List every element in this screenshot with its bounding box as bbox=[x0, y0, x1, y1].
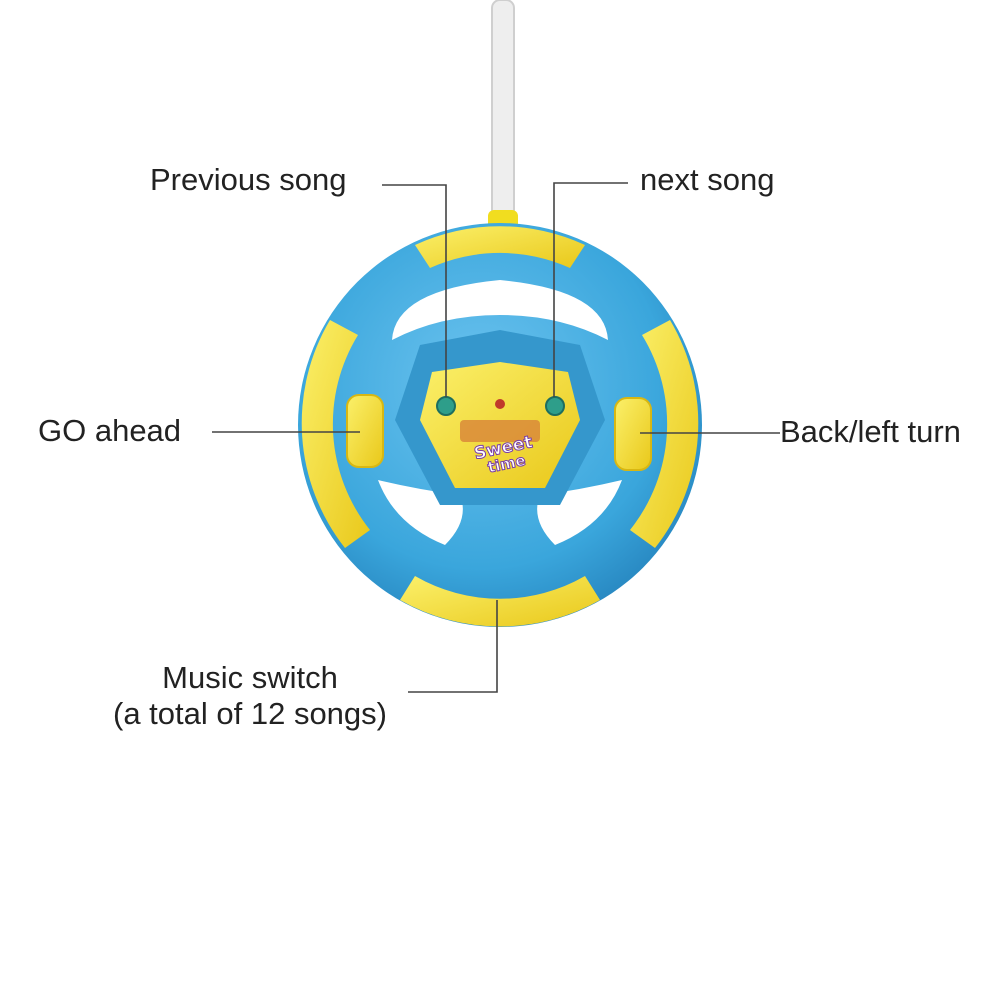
indicator-light bbox=[495, 399, 505, 409]
label-music-switch: Music switch (a total of 12 songs) bbox=[92, 660, 408, 731]
label-back-left-turn: Back/left turn bbox=[780, 414, 961, 449]
rim-grip-bottom bbox=[400, 576, 600, 627]
back-left-turn-button[interactable] bbox=[614, 397, 652, 471]
rim-grip-right bbox=[630, 320, 699, 548]
label-next-song: next song bbox=[640, 162, 775, 197]
label-previous-song: Previous song bbox=[150, 162, 347, 197]
next-song-button[interactable] bbox=[545, 396, 565, 416]
go-ahead-button[interactable] bbox=[346, 394, 384, 468]
rim-grip-top bbox=[415, 226, 585, 268]
leader-next-song bbox=[553, 182, 628, 397]
leader-previous-song bbox=[382, 184, 447, 397]
rim-grip-left bbox=[301, 320, 370, 548]
previous-song-button[interactable] bbox=[436, 396, 456, 416]
cable bbox=[491, 0, 515, 219]
label-music-switch-line2: (a total of 12 songs) bbox=[113, 695, 387, 731]
logo-train-graphic bbox=[460, 420, 540, 442]
label-music-switch-line1: Music switch bbox=[162, 660, 338, 695]
label-go-ahead: GO ahead bbox=[38, 413, 182, 448]
leader-music-switch bbox=[408, 600, 498, 693]
leader-lines bbox=[212, 182, 780, 693]
